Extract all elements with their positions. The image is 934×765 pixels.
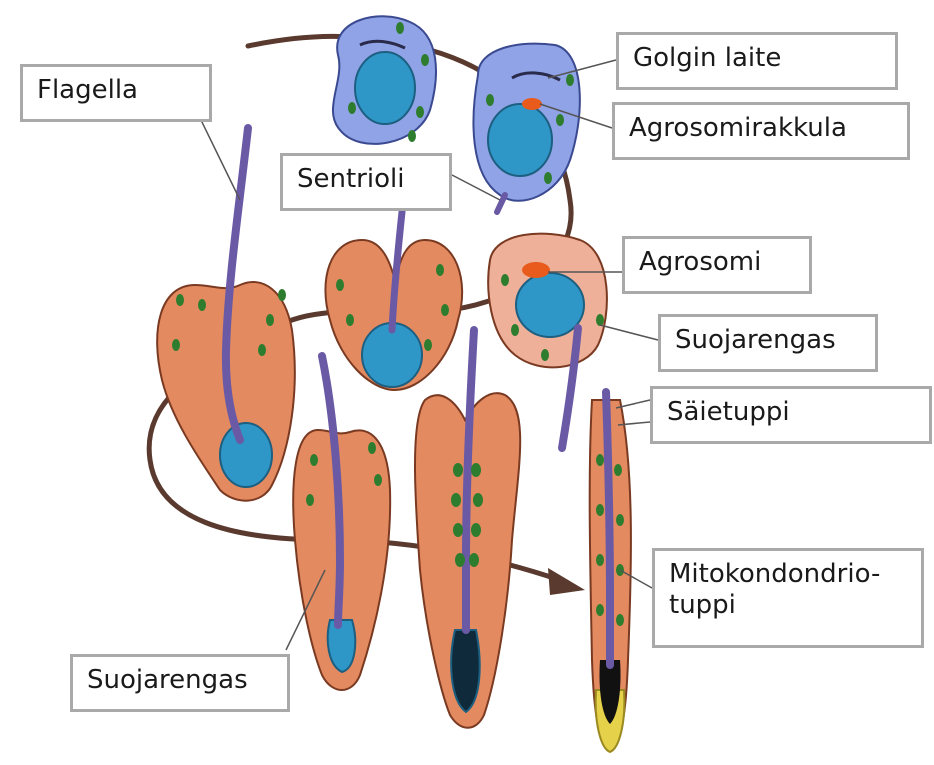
label-suojarengas-right: Suojarengas: [658, 314, 878, 372]
leader-suojarengas-right: [600, 325, 658, 340]
label-sentrioli: Sentrioli: [280, 153, 452, 211]
label-mitokondondriotuppi: Mitokondondrio- tuppi: [652, 548, 924, 648]
cap-stage-cell: [325, 212, 462, 390]
label-agrosomi: Agrosomi: [622, 236, 812, 294]
golgi-stage-cell: [473, 44, 579, 212]
label-suojarengas-left: Suojarengas: [70, 654, 290, 712]
label-saietuppi: Säietuppi: [650, 386, 932, 444]
label-agrosomirakkula: Agrosomirakkula: [612, 102, 910, 160]
label-golgin-laite: Golgin laite: [616, 32, 898, 90]
pathway-arrowhead: [548, 568, 585, 595]
leader-flagella: [200, 118, 240, 200]
early-spermatid-cell: [333, 16, 436, 144]
label-flagella: Flagella: [20, 64, 212, 122]
elongating-spermatid-mid: [293, 356, 390, 690]
elongating-spermatid-left: [157, 128, 295, 501]
maturing-spermatid: [415, 330, 520, 728]
